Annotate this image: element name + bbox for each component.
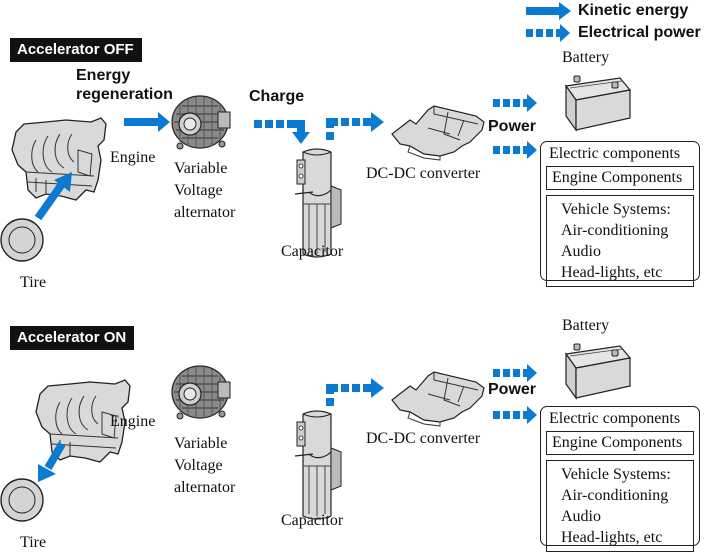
engine-label: Engine bbox=[110, 413, 156, 430]
legend: Kinetic energy Electrical power bbox=[526, 0, 701, 44]
capacitor-icon bbox=[294, 410, 342, 520]
power-label: Power bbox=[488, 381, 537, 398]
charge-label: Charge bbox=[249, 88, 305, 105]
dcdc-label: DC-DC converter bbox=[366, 430, 481, 447]
electric-components-box: Electric components Engine Components Ve… bbox=[540, 141, 700, 287]
alternator-label: Variable Voltage alternator bbox=[174, 435, 236, 496]
dcdc-label: DC-DC converter bbox=[366, 165, 481, 182]
battery-icon bbox=[565, 75, 631, 131]
vehicle-systems-box: Vehicle Systems: Air-conditioning Audio … bbox=[546, 195, 694, 287]
engine-components-box: Engine Components bbox=[546, 166, 694, 190]
electrical-arrow-capacitor-to-dcdc bbox=[326, 112, 384, 140]
power-label: Power bbox=[488, 118, 537, 135]
electrical-arrow-to-components bbox=[493, 141, 537, 159]
legend-electrical: Electrical power bbox=[526, 22, 701, 44]
legend-kinetic: Kinetic energy bbox=[526, 0, 701, 22]
tire-label: Tire bbox=[20, 534, 47, 551]
electrical-arrow-to-battery bbox=[493, 94, 537, 112]
dcdc-converter-icon bbox=[391, 371, 485, 427]
alternator-icon bbox=[171, 365, 231, 420]
energy-regeneration-label: Energy regeneration bbox=[76, 67, 173, 103]
legend-kinetic-label: Kinetic energy bbox=[578, 2, 689, 19]
tire-icon bbox=[0, 218, 44, 262]
vehicle-systems-box: Vehicle Systems: Air-conditioning Audio … bbox=[546, 460, 694, 552]
engine-label: Engine bbox=[110, 149, 156, 166]
engine-components-box: Engine Components bbox=[546, 431, 694, 455]
electrical-arrow-to-battery bbox=[493, 364, 537, 382]
electrical-arrow-to-components bbox=[493, 406, 537, 424]
panel-on-badge: Accelerator ON bbox=[10, 326, 135, 350]
kinetic-arrow-tire-to-engine bbox=[34, 172, 72, 221]
electric-components-title: Electric components bbox=[549, 410, 681, 427]
electric-components-title: Electric components bbox=[549, 145, 681, 162]
capacitor-label: Capacitor bbox=[281, 243, 344, 260]
panel-off-badge: Accelerator OFF bbox=[10, 38, 142, 62]
tire-label: Tire bbox=[20, 274, 47, 291]
solid-arrow-icon bbox=[526, 2, 571, 20]
legend-electrical-label: Electrical power bbox=[578, 24, 701, 41]
tire-icon bbox=[0, 478, 44, 522]
kinetic-arrow-engine-to-alternator bbox=[124, 112, 170, 132]
capacitor-label: Capacitor bbox=[281, 512, 344, 529]
electric-components-box: Electric components Engine Components Ve… bbox=[540, 406, 700, 552]
electrical-arrow-capacitor-to-dcdc bbox=[326, 378, 384, 406]
electrical-arrow-alternator-to-capacitor bbox=[254, 120, 310, 144]
battery-icon bbox=[565, 343, 631, 399]
alternator-icon bbox=[171, 95, 231, 150]
dcdc-converter-icon bbox=[391, 105, 485, 161]
kinetic-arrow-engine-to-tire bbox=[38, 441, 66, 482]
battery-label: Battery bbox=[562, 317, 610, 334]
dashed-arrow-icon bbox=[526, 24, 570, 42]
alternator-label: Variable Voltage alternator bbox=[174, 160, 236, 221]
battery-label: Battery bbox=[562, 49, 610, 66]
